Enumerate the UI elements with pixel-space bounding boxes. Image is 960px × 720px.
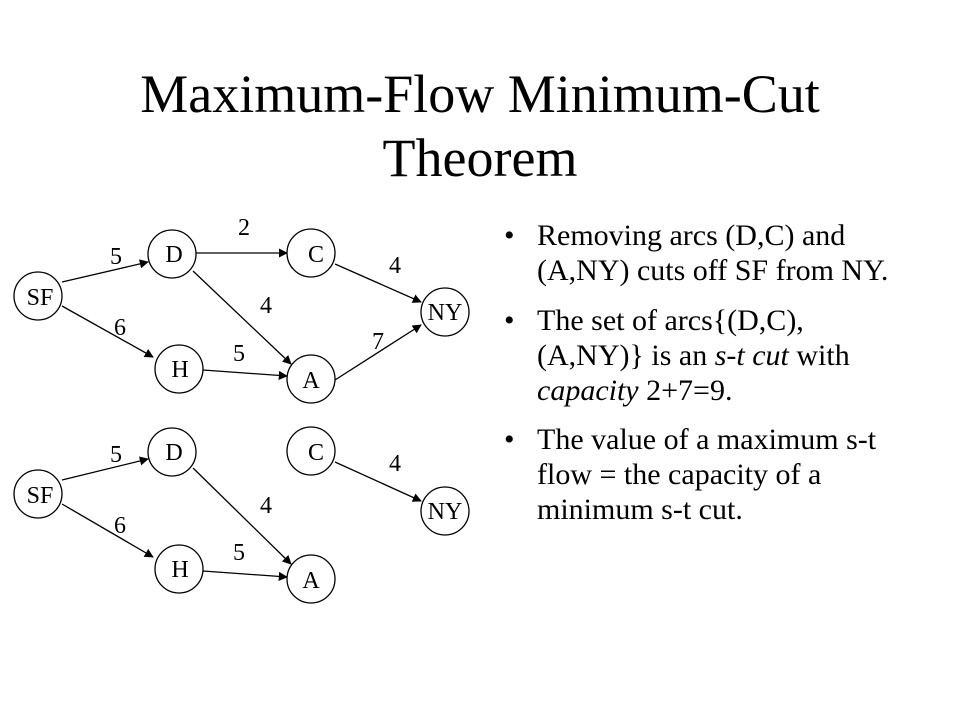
bottom-network: SF D H C A NY 5 6 4 5 4 (13, 426, 470, 604)
bullet-text-1: Removing arcs (D,C) and (A,NY) cuts off … (537, 219, 889, 287)
cap-top-d-a: 4 (260, 293, 272, 319)
cap-bottom-c-ny: 4 (389, 451, 401, 477)
cap-top-sf-d: 5 (110, 244, 122, 270)
node-bottom-d (147, 427, 197, 477)
title-line-1: Maximum-Flow Minimum-Cut (140, 64, 820, 124)
node-top-h-label: H (171, 357, 188, 383)
node-bottom-h-label: H (171, 557, 188, 583)
slide-title: Maximum-Flow Minimum-Cut Theorem (0, 62, 960, 190)
cap-top-a-ny: 7 (372, 329, 384, 355)
node-top-d-label: D (165, 242, 182, 268)
node-bottom-sf (13, 469, 63, 519)
bullet-item-2: • The set of arcs{(D,C), (A,NY)} is an s… (498, 303, 918, 408)
node-bottom-a-label: A (302, 568, 320, 594)
edge-bottom-d-a (192, 467, 292, 565)
edge-bottom-sf-d (61, 456, 149, 481)
bullet-text-3: The value of a maximum s-t flow = the ca… (537, 423, 877, 526)
node-top-sf (13, 271, 63, 321)
bullet-text-2c: with (788, 339, 850, 372)
edge-bottom-c-ny (334, 461, 422, 502)
bullet-marker: • (504, 219, 515, 252)
bullet-text-2e: 2+7=9. (638, 374, 733, 407)
cap-bottom-sf-h: 6 (114, 513, 126, 539)
edge-top-d-a (192, 270, 292, 365)
cap-top-c-ny: 4 (389, 253, 401, 279)
node-top-ny-label: NY (428, 300, 463, 326)
node-bottom-a (286, 554, 336, 604)
node-top-sf-label: SF (27, 285, 54, 311)
node-top-ny (420, 287, 470, 337)
cap-bottom-h-a: 5 (233, 540, 245, 566)
edge-top-sf-h (61, 305, 154, 358)
edge-top-c-ny (334, 263, 422, 303)
cap-top-d-c: 2 (238, 215, 250, 241)
edge-bottom-sf-h (61, 503, 154, 558)
bullet-marker: • (504, 423, 515, 456)
node-top-h (154, 344, 204, 394)
node-bottom-h (154, 544, 204, 594)
title-line-2: Theorem (382, 128, 578, 188)
node-bottom-ny (420, 486, 470, 536)
cap-bottom-d-a: 4 (260, 493, 272, 519)
node-bottom-d-label: D (165, 440, 182, 466)
node-top-c-label: C (308, 242, 324, 268)
node-top-a-label: A (302, 368, 320, 394)
bullet-marker: • (504, 304, 515, 337)
edge-bottom-h-a (202, 570, 288, 581)
bullet-list: • Removing arcs (D,C) and (A,NY) cuts of… (498, 218, 918, 542)
cap-top-h-a: 5 (233, 341, 245, 367)
cap-bottom-sf-d: 5 (110, 442, 122, 468)
node-bottom-ny-label: NY (428, 499, 463, 525)
bullet-text-2-st-cut: s-t cut (714, 339, 789, 372)
top-network: SF D H C A NY 5 6 2 4 5 4 7 (13, 215, 470, 404)
node-top-d (147, 229, 197, 279)
edge-top-h-a (202, 369, 288, 380)
bullet-item-3: • The value of a maximum s-t flow = the … (498, 422, 918, 527)
node-bottom-c (286, 426, 336, 476)
edge-top-sf-d (61, 259, 149, 283)
edge-top-a-ny (334, 324, 422, 381)
cap-top-sf-h: 6 (114, 315, 126, 341)
node-bottom-c-label: C (308, 440, 324, 466)
bullet-text-2a: The set of arcs{(D,C), (A,NY)} is an (537, 304, 804, 372)
node-top-a (286, 354, 336, 404)
bullet-text-2-capacity: capacity (537, 374, 639, 407)
node-top-c (286, 228, 336, 278)
bullet-item-1: • Removing arcs (D,C) and (A,NY) cuts of… (498, 218, 918, 288)
node-bottom-sf-label: SF (27, 483, 54, 509)
